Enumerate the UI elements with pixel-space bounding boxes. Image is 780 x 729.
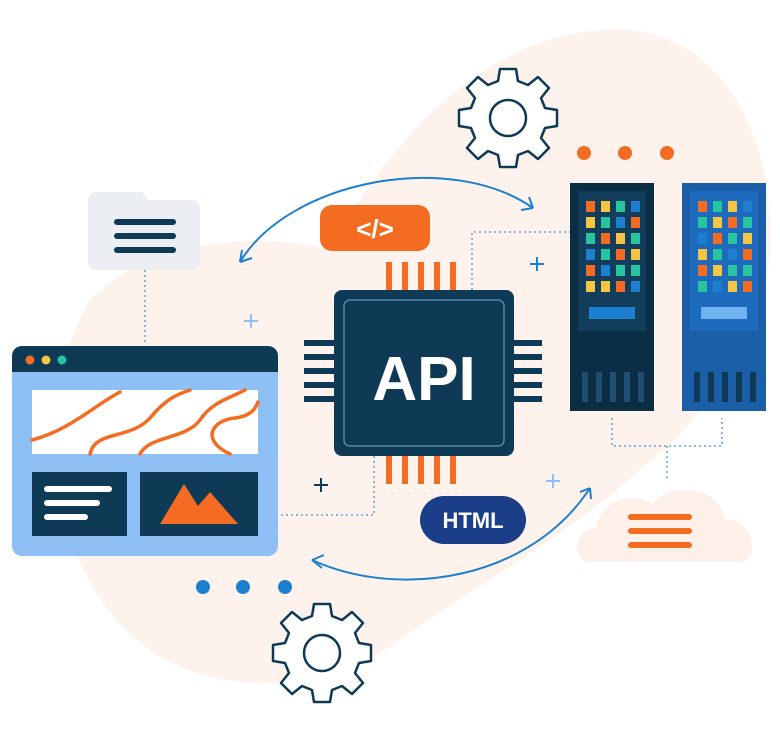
server-led bbox=[698, 217, 707, 228]
server-led bbox=[601, 249, 610, 260]
server-led bbox=[728, 233, 737, 244]
server-led bbox=[728, 249, 737, 260]
server-led bbox=[601, 233, 610, 244]
server-led bbox=[698, 233, 707, 244]
server-led bbox=[728, 217, 737, 228]
server-led bbox=[586, 201, 595, 212]
code-tag-badge: </> bbox=[320, 205, 430, 251]
html-label: HTML bbox=[442, 508, 503, 533]
server-led bbox=[713, 265, 722, 276]
server-led bbox=[743, 265, 752, 276]
gear-icon-top bbox=[457, 67, 559, 169]
server-led bbox=[713, 233, 722, 244]
blue-dots bbox=[196, 580, 292, 594]
browser-window-icon bbox=[12, 346, 278, 556]
curved-arrows bbox=[239, 176, 592, 581]
server-led bbox=[631, 233, 640, 244]
server-led bbox=[631, 265, 640, 276]
server-led bbox=[713, 249, 722, 260]
server-led bbox=[728, 265, 737, 276]
server-led bbox=[728, 281, 737, 292]
orange-dots bbox=[577, 146, 674, 160]
server-led bbox=[586, 249, 595, 260]
server-led bbox=[698, 265, 707, 276]
server-icon-left bbox=[570, 183, 654, 411]
server-led bbox=[616, 281, 625, 292]
arrow-bottom bbox=[311, 487, 591, 581]
server-led bbox=[601, 201, 610, 212]
server-led bbox=[631, 201, 640, 212]
chip-pins bbox=[304, 262, 542, 484]
server-led bbox=[743, 201, 752, 212]
code-tag-label: </> bbox=[356, 214, 394, 244]
server-led bbox=[631, 281, 640, 292]
chip-icon: API bbox=[334, 290, 514, 456]
server-led bbox=[616, 217, 625, 228]
plus-marks bbox=[244, 257, 560, 492]
api-label: API bbox=[372, 345, 475, 414]
server-icon-right bbox=[682, 183, 766, 411]
server-led bbox=[698, 201, 707, 212]
server-led bbox=[743, 233, 752, 244]
folder-icon bbox=[88, 192, 200, 270]
cloud-icon bbox=[577, 489, 753, 562]
server-led bbox=[713, 281, 722, 292]
server-led bbox=[601, 265, 610, 276]
server-led bbox=[616, 249, 625, 260]
server-led bbox=[601, 281, 610, 292]
server-led bbox=[631, 217, 640, 228]
server-led bbox=[631, 249, 640, 260]
server-led bbox=[616, 201, 625, 212]
gear-icon-bottom bbox=[271, 602, 373, 704]
server-led bbox=[616, 265, 625, 276]
server-led bbox=[743, 281, 752, 292]
mountain-image-icon bbox=[160, 484, 238, 524]
server-led bbox=[743, 249, 752, 260]
server-led bbox=[698, 249, 707, 260]
server-led bbox=[586, 281, 595, 292]
server-led bbox=[713, 217, 722, 228]
server-led bbox=[743, 217, 752, 228]
arrow-top bbox=[239, 176, 534, 263]
server-led bbox=[601, 217, 610, 228]
server-led bbox=[713, 201, 722, 212]
server-led bbox=[698, 281, 707, 292]
html-badge: HTML bbox=[420, 496, 526, 544]
server-led bbox=[586, 217, 595, 228]
server-led bbox=[586, 265, 595, 276]
server-led bbox=[616, 233, 625, 244]
server-led bbox=[728, 201, 737, 212]
server-led bbox=[586, 233, 595, 244]
connector-lines bbox=[144, 231, 723, 516]
